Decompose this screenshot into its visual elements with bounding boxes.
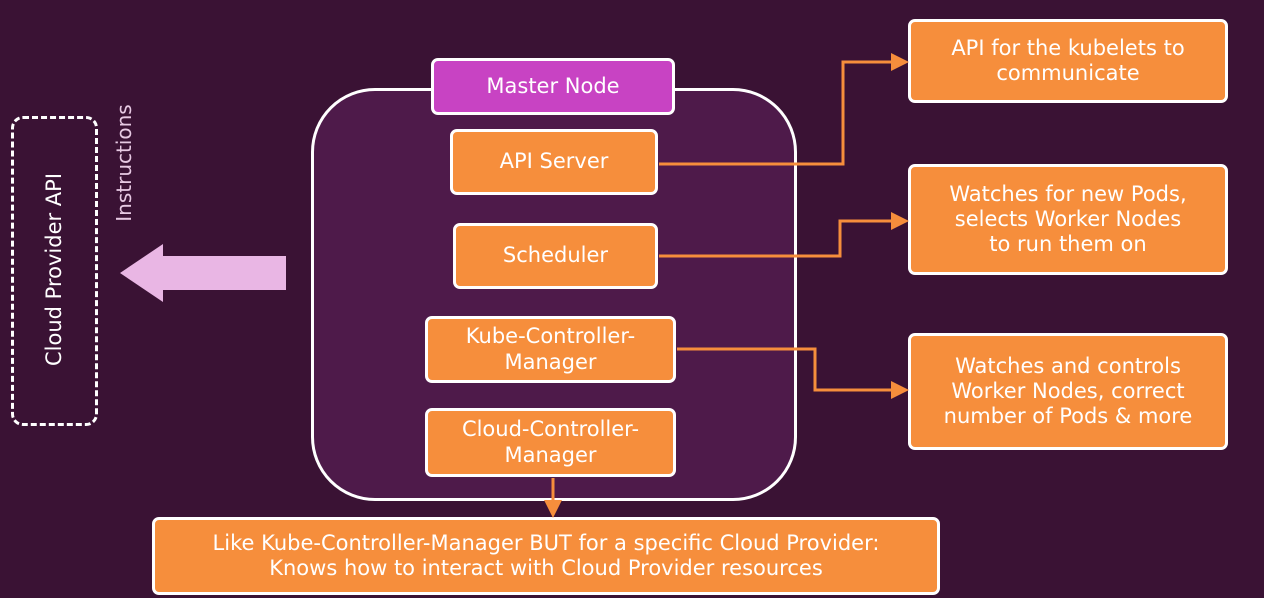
api-server-box: API Server bbox=[450, 129, 658, 195]
scheduler-box: Scheduler bbox=[453, 223, 658, 289]
kube-controller-manager-box: Kube-Controller- Manager bbox=[425, 316, 676, 383]
cloud-controller-manager-description: Like Kube-Controller-Manager BUT for a s… bbox=[152, 517, 940, 595]
scheduler-connector bbox=[659, 212, 909, 258]
master-node-label: Master Node bbox=[431, 58, 675, 115]
kube-controller-manager-description: Watches and controls Worker Nodes, corre… bbox=[908, 333, 1228, 450]
instructions-arrow-icon bbox=[120, 244, 286, 302]
api-server-description: API for the kubelets to communicate bbox=[908, 19, 1228, 103]
cloud-controller-manager-box: Cloud-Controller- Manager bbox=[425, 408, 676, 477]
scheduler-description: Watches for new Pods, selects Worker Nod… bbox=[908, 164, 1228, 275]
cloud-provider-api-box bbox=[11, 116, 98, 426]
kube-controller-manager-connector bbox=[677, 347, 909, 399]
api-server-connector bbox=[659, 53, 909, 166]
